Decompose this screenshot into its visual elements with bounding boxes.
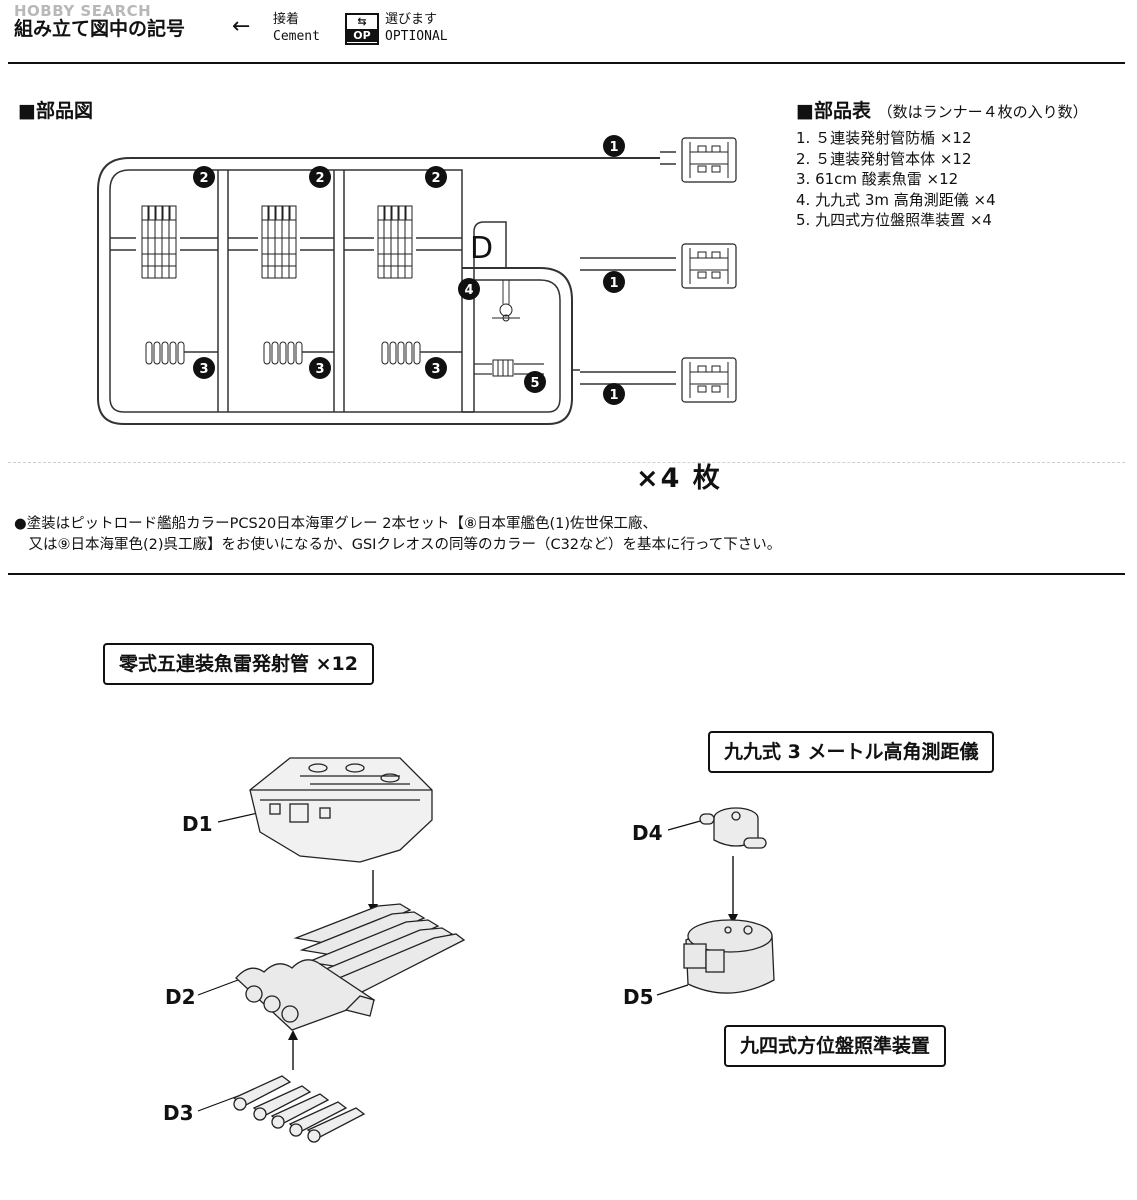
rangefinder-title: 九九式 3 メートル高角測距儀 — [708, 731, 995, 773]
runner-multiplier: ×4 枚 — [636, 463, 722, 494]
callout-d3: D3 — [163, 1101, 194, 1125]
optional-icon: ⇆ OP — [345, 13, 379, 45]
badge-3: 3 — [199, 362, 208, 377]
cement-en: Cement — [273, 29, 320, 44]
parts-table-item: 4. 九九式 3m 高角測距儀 ×4 — [796, 190, 996, 209]
parts-table-list: 1. ５連装発射管防楯 ×12 2. ５連装発射管本体 ×12 3. 61cm … — [796, 128, 996, 231]
badge-3: 3 — [315, 362, 324, 377]
header-divider — [8, 62, 1125, 64]
parts-diagram-heading: ■部品図 — [18, 100, 93, 122]
part-d2-launcher — [235, 903, 466, 1031]
part-d1-shield — [249, 757, 433, 863]
parts-table-title: ■部品表 — [796, 100, 871, 122]
parts-table-item: 5. 九四式方位盤照準装置 ×4 — [796, 211, 992, 229]
badge-2: 2 — [199, 171, 208, 186]
paint-note-line: ●塗装はピットロード艦船カラーPCS20日本海軍グレー 2本セット【⑧日本軍艦色… — [14, 516, 658, 532]
torpedo-launcher-title: 零式五連装魚雷発射管 ×12 — [103, 643, 374, 685]
part-d4-rangefinder — [699, 807, 767, 849]
badge-1: 1 — [609, 388, 618, 403]
callout-d4: D4 — [632, 821, 663, 845]
parts-table-heading: ■部品表 （数はランナー４枚の入り数） — [796, 96, 1088, 123]
optional-icon-text: OP — [347, 29, 377, 42]
badge-4: 4 — [464, 283, 473, 298]
parts-table-note: （数はランナー４枚の入り数） — [877, 103, 1088, 121]
legend-title: 組み立て図中の記号 — [14, 18, 186, 40]
badge-5: 5 — [530, 376, 539, 391]
parts-table-item: 2. ５連装発射管本体 ×12 — [796, 149, 972, 168]
callout-d2: D2 — [165, 985, 196, 1009]
optional-label: 選びます OPTIONAL — [385, 11, 448, 45]
callout-d1: D1 — [182, 812, 213, 836]
parts-table-item: 3. 61cm 酸素魚雷 ×12 — [796, 170, 959, 188]
badge-3: 3 — [431, 362, 440, 377]
optional-icon-arrows: ⇆ — [357, 15, 367, 28]
section-divider — [8, 573, 1125, 575]
part-d5-director — [683, 919, 775, 994]
paint-note: ●塗装はピットロード艦船カラーPCS20日本海軍グレー 2本セット【⑧日本軍艦色… — [14, 514, 781, 556]
watermark: HOBBY SEARCH — [14, 2, 152, 20]
badge-1: 1 — [609, 276, 618, 291]
optional-jp: 選びます — [385, 12, 438, 27]
faint-divider — [8, 462, 1125, 463]
sprue-number-badge — [193, 135, 625, 405]
optional-en: OPTIONAL — [385, 29, 448, 44]
badge-1: 1 — [609, 140, 618, 155]
parts-table-item: 1. ５連装発射管防楯 ×12 — [796, 129, 972, 147]
cement-arrow-icon: ← — [232, 14, 251, 39]
paint-note-line: 又は⑨日本海軍色(2)呉工廠】をお使いになるか、GSIクレオスの同等のカラー（C… — [14, 537, 782, 553]
badge-2: 2 — [315, 171, 324, 186]
part-d3-torpedoes — [232, 1075, 366, 1143]
callout-d5: D5 — [623, 985, 654, 1009]
director-title: 九四式方位盤照準装置 — [724, 1025, 947, 1067]
badge-2: 2 — [431, 171, 440, 186]
runner-letter: D — [470, 231, 493, 266]
cement-label: 接着 Cement — [273, 11, 320, 45]
cement-jp: 接着 — [273, 12, 300, 27]
